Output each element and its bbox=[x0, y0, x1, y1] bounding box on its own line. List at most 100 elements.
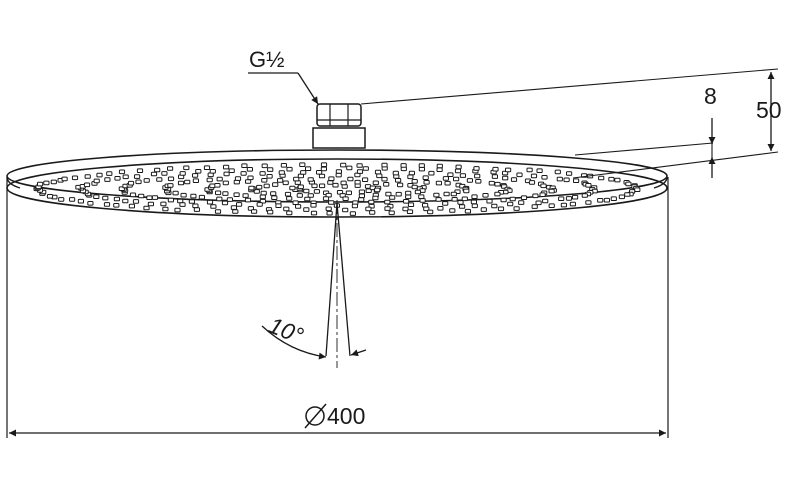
nozzle bbox=[259, 171, 266, 176]
nozzle bbox=[113, 196, 121, 202]
nozzle bbox=[215, 190, 222, 196]
nozzle bbox=[236, 202, 243, 207]
nozzle bbox=[435, 197, 442, 202]
nozzle bbox=[221, 200, 229, 206]
nozzle bbox=[433, 192, 440, 198]
nozzle bbox=[414, 189, 421, 195]
nozzle bbox=[572, 194, 579, 200]
nozzle bbox=[244, 197, 252, 203]
nozzle bbox=[569, 201, 576, 207]
nozzle bbox=[222, 180, 229, 186]
nozzle bbox=[270, 191, 277, 196]
nozzle bbox=[223, 164, 230, 170]
nozzle bbox=[138, 193, 145, 199]
nozzle bbox=[203, 165, 211, 170]
nozzle bbox=[280, 163, 287, 168]
nozzle bbox=[293, 176, 300, 182]
nozzle bbox=[392, 170, 399, 176]
nozzle bbox=[167, 197, 175, 203]
nozzle bbox=[603, 197, 610, 203]
nozzle bbox=[444, 180, 451, 186]
nozzle bbox=[93, 178, 100, 184]
nozzle bbox=[84, 174, 91, 179]
nozzle bbox=[259, 194, 266, 200]
nozzle bbox=[406, 209, 414, 214]
nozzle bbox=[161, 171, 168, 176]
nozzle bbox=[206, 199, 214, 205]
nozzle bbox=[449, 208, 456, 213]
nozzle bbox=[513, 206, 520, 211]
nozzle bbox=[560, 202, 567, 208]
nozzle bbox=[532, 193, 539, 199]
nozzle bbox=[554, 169, 561, 175]
nozzle bbox=[87, 201, 94, 206]
nozzle bbox=[328, 176, 335, 181]
nozzle bbox=[222, 191, 229, 196]
nozzle bbox=[272, 182, 279, 187]
nozzle bbox=[381, 176, 388, 182]
nozzle bbox=[335, 169, 342, 174]
nozzle bbox=[482, 193, 489, 198]
nozzle bbox=[122, 198, 129, 204]
nozzle bbox=[156, 177, 163, 182]
nozzle bbox=[241, 163, 248, 168]
nozzle bbox=[188, 199, 196, 204]
nozzle bbox=[354, 179, 361, 185]
nozzle bbox=[372, 180, 379, 186]
nozzle bbox=[585, 183, 592, 188]
nozzle bbox=[256, 184, 263, 190]
nozzle bbox=[172, 190, 179, 196]
nozzle bbox=[597, 198, 604, 203]
nozzle bbox=[486, 198, 493, 204]
nozzle bbox=[292, 200, 299, 205]
nozzle bbox=[127, 180, 135, 186]
nozzle bbox=[37, 181, 44, 187]
nozzle bbox=[340, 162, 347, 168]
nozzle bbox=[535, 200, 542, 206]
nozzle bbox=[480, 207, 487, 212]
nozzle bbox=[209, 183, 216, 189]
nozzle bbox=[332, 182, 339, 188]
nozzle bbox=[256, 202, 263, 207]
nozzle bbox=[232, 209, 239, 214]
nozzle bbox=[304, 196, 311, 202]
nozzle bbox=[388, 210, 395, 216]
nozzle bbox=[418, 194, 425, 199]
nozzle bbox=[184, 179, 191, 185]
nozzle bbox=[261, 178, 268, 183]
nozzle bbox=[226, 197, 234, 202]
nozzle bbox=[505, 167, 512, 173]
nozzle bbox=[395, 191, 402, 197]
spray-angle-label: 10° bbox=[265, 312, 307, 349]
nozzle bbox=[447, 172, 454, 177]
nozzle bbox=[318, 173, 326, 179]
nozzle bbox=[376, 173, 383, 179]
nozzle bbox=[565, 196, 573, 201]
height-dimensions bbox=[360, 68, 779, 179]
spray-cone bbox=[261, 200, 367, 368]
nozzle bbox=[610, 196, 617, 201]
nozzle bbox=[436, 167, 443, 172]
nozzle bbox=[193, 207, 201, 212]
connector-nut bbox=[312, 103, 366, 149]
ext-line-bottom bbox=[572, 151, 779, 179]
nozzle bbox=[247, 175, 254, 181]
nozzle bbox=[114, 176, 121, 181]
thread-callout bbox=[248, 72, 319, 105]
nozzle bbox=[143, 205, 150, 211]
nozzle bbox=[335, 172, 342, 178]
nozzle bbox=[320, 166, 327, 172]
nozzle bbox=[118, 169, 126, 175]
nozzle bbox=[190, 193, 197, 199]
nozzle bbox=[167, 176, 175, 182]
nozzle bbox=[502, 175, 509, 181]
nozzle bbox=[307, 177, 314, 182]
nozzle bbox=[408, 170, 415, 176]
nozzle bbox=[183, 165, 190, 171]
nozzle bbox=[598, 175, 605, 181]
nozzle bbox=[134, 174, 141, 179]
nozzle bbox=[459, 173, 466, 178]
nozzle bbox=[436, 163, 443, 169]
nozzle bbox=[419, 198, 426, 203]
nozzle bbox=[286, 196, 293, 201]
